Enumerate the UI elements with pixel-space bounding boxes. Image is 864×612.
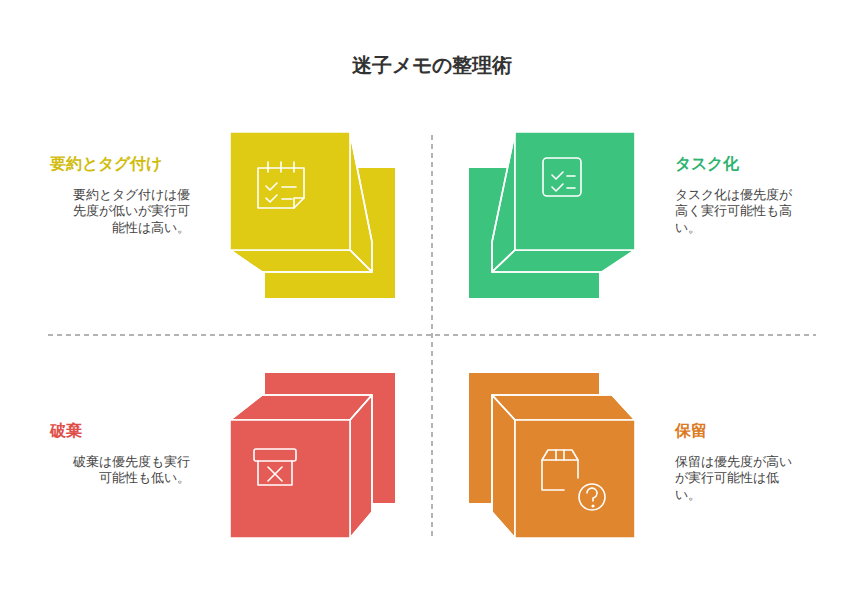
quadrant-description: 破棄は優先度も実行可能性も低い。 xyxy=(68,454,190,487)
quadrant-text: 保留保留は優先度が高いが実行可能性は低い。 xyxy=(675,421,817,503)
divider-lines xyxy=(48,135,816,540)
red-block xyxy=(230,373,395,538)
quadrant-heading: 要約とタグ付け xyxy=(50,154,192,175)
quadrant-heading: 破棄 xyxy=(50,421,192,442)
quadrant-description: 保留は優先度が高いが実行可能性は低い。 xyxy=(675,454,797,504)
quadrant-text: 要約とタグ付け要約とタグ付けは優先度が低いが実行可能性は高い。 xyxy=(50,154,192,236)
quadrant-description: 要約とタグ付けは優先度が低いが実行可能性は高い。 xyxy=(68,187,190,237)
diagram-title: 迷子メモの整理術 xyxy=(0,52,864,79)
quadrant-description: タスク化は優先度が高く実行可能性も高い。 xyxy=(675,187,797,237)
quadrant-text: タスク化タスク化は優先度が高く実行可能性も高い。 xyxy=(675,154,817,236)
green-block xyxy=(469,132,635,298)
orange-block xyxy=(469,373,635,538)
quadrant-text: 破棄破棄は優先度も実行可能性も低い。 xyxy=(50,421,192,487)
quadrant-heading: 保留 xyxy=(675,421,817,442)
yellow-block xyxy=(230,132,395,298)
quadrant-heading: タスク化 xyxy=(675,154,817,175)
